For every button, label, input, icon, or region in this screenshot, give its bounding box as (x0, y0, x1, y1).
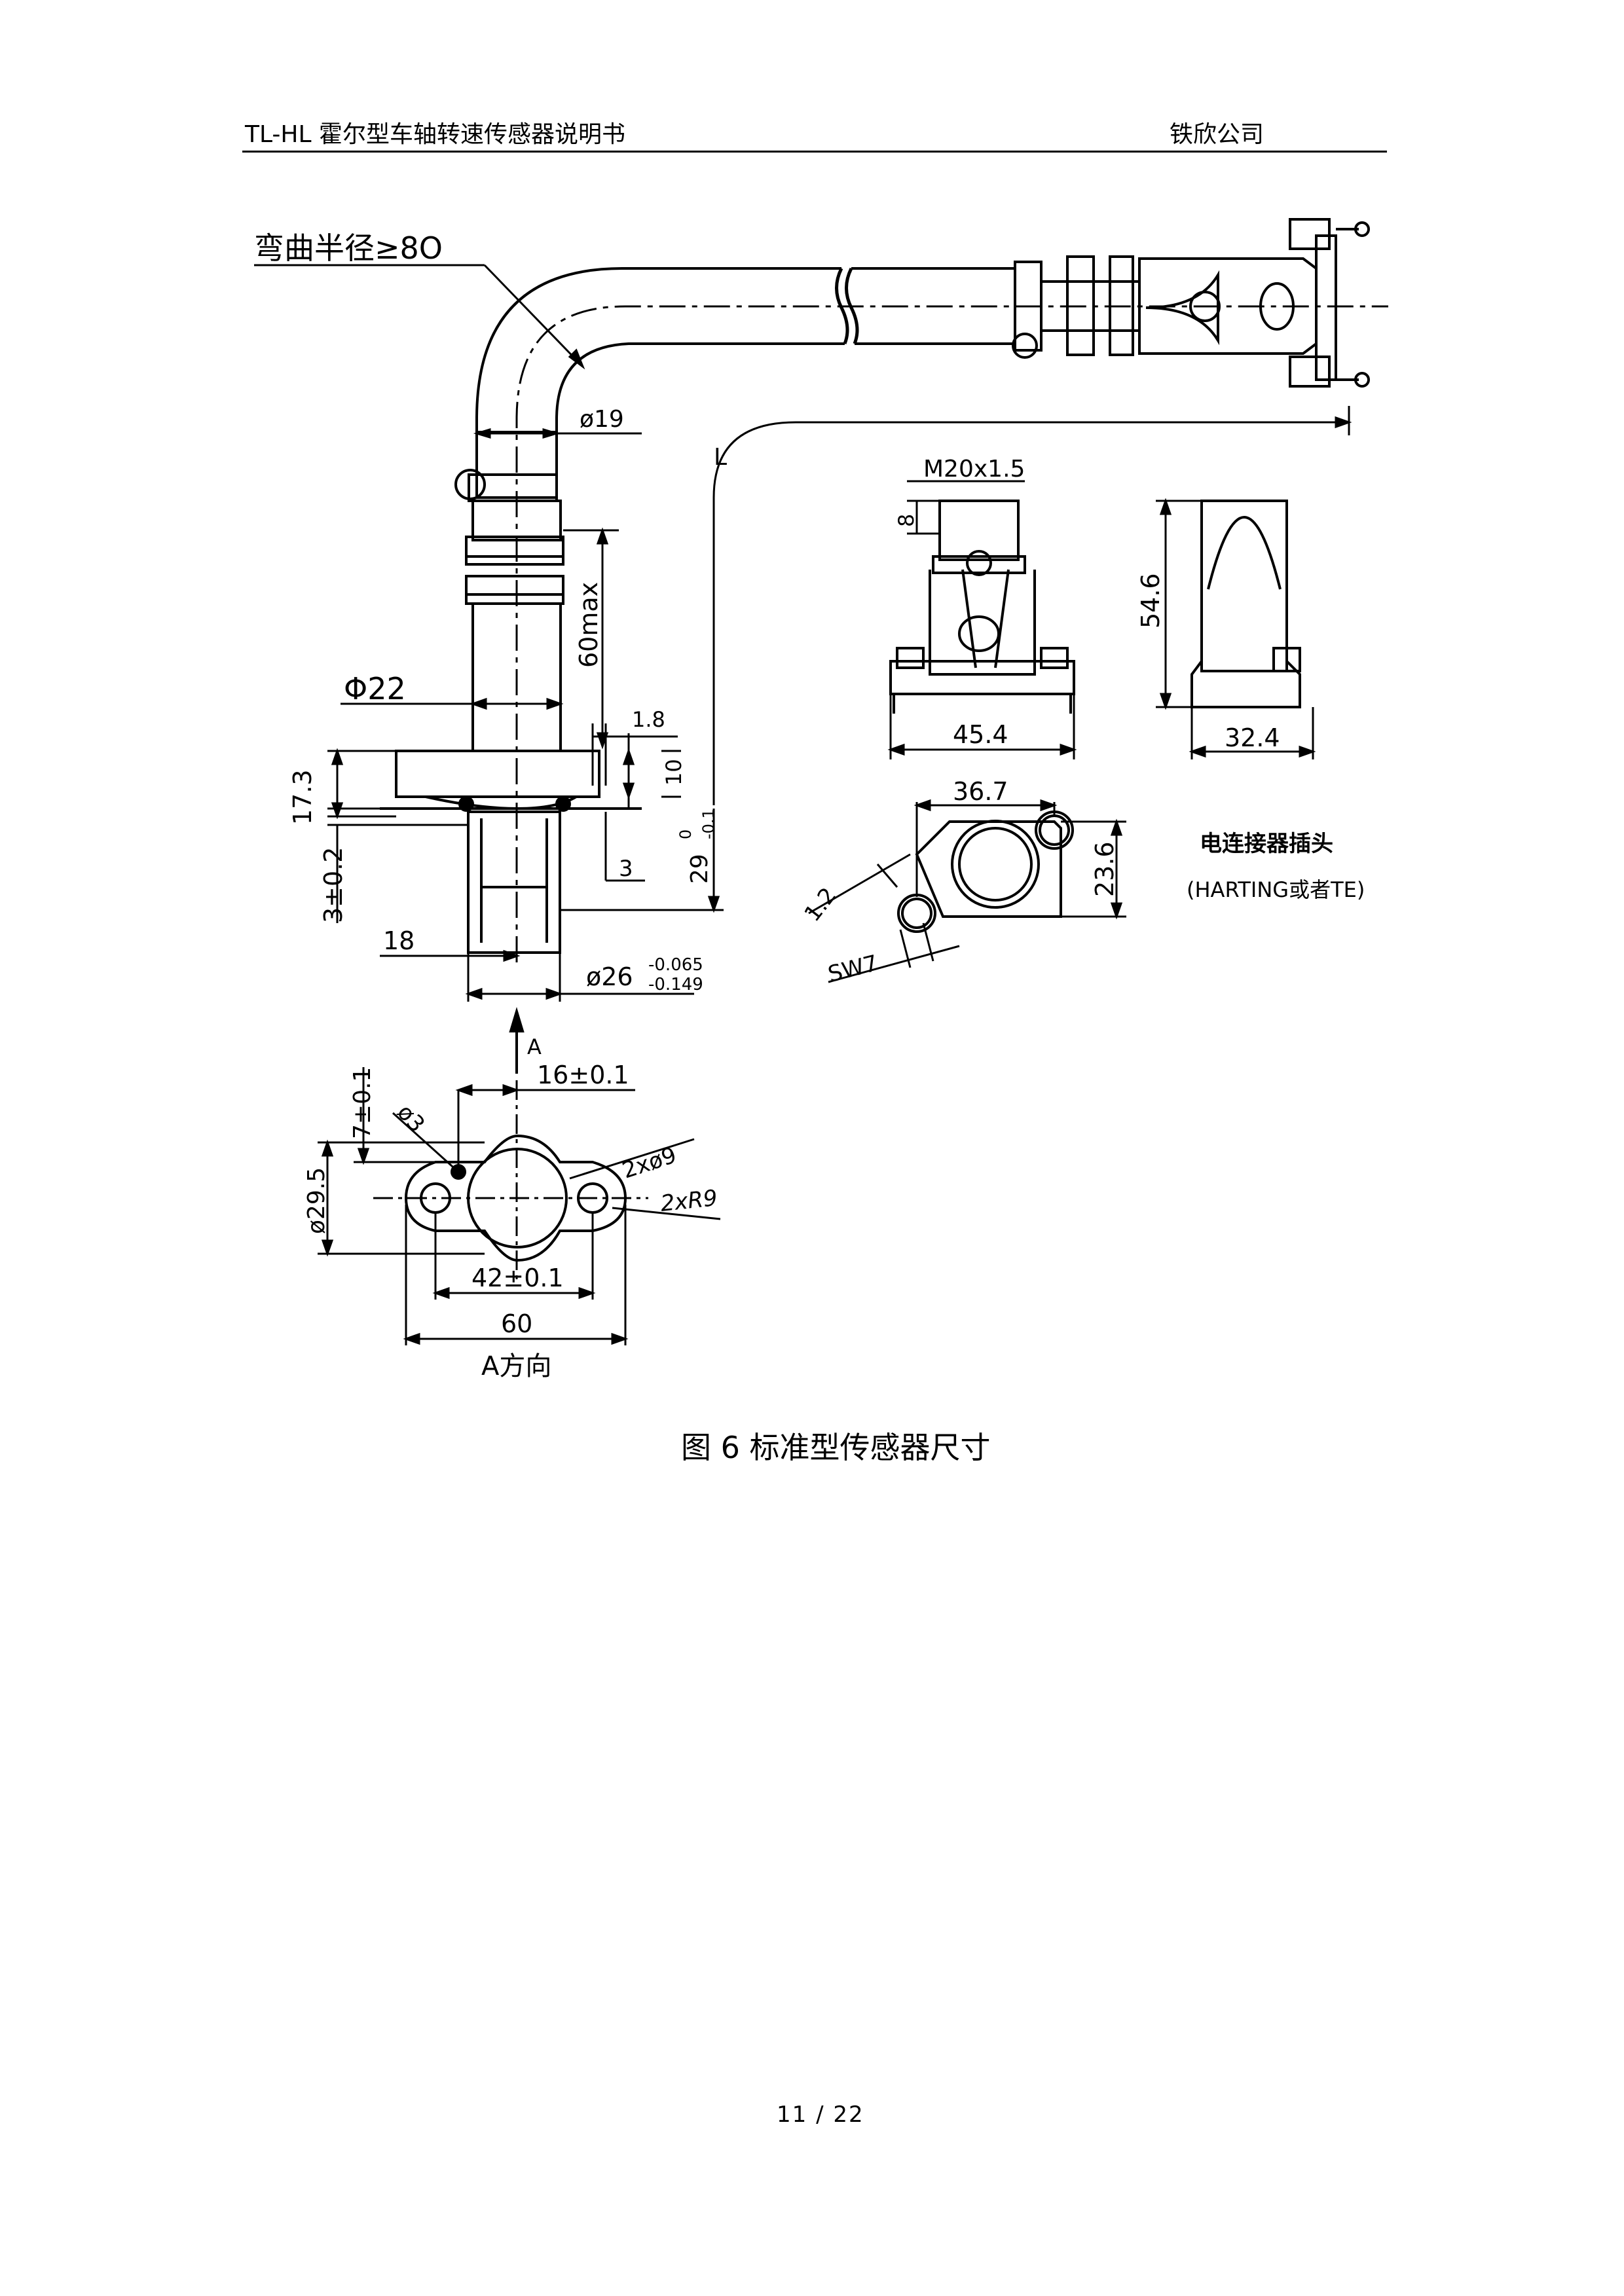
dim-45-4: 45.4 (953, 720, 1008, 749)
dim-3: 3 (619, 856, 633, 882)
connector-side-view (1190, 500, 1301, 708)
dim-d26-tol-up: -0.065 (648, 955, 703, 975)
dim-16-lines (455, 1084, 635, 1172)
dim-18-lines (380, 949, 521, 962)
dim-d26: ø26 (586, 962, 633, 991)
header-company: 铁欣公司 (1170, 121, 1264, 148)
dimension-L (712, 406, 1352, 805)
dim-d29-5: ø29.5 (303, 1167, 330, 1234)
dim-d19: ø19 (580, 406, 624, 433)
dim-36-7: 36.7 (953, 777, 1008, 806)
dim-d9: 2xø9 (619, 1142, 679, 1184)
dim-phi22-lines (341, 697, 564, 710)
connector-top-view (1138, 218, 1370, 388)
flange-centerlines (373, 1080, 648, 1283)
header-title: TL-HL 霍尔型车轴转速传感器说明书 (245, 121, 625, 148)
dim-1-8-10-lines (591, 723, 681, 809)
dim-d26-lines (465, 953, 694, 1002)
dim-d9-lines (569, 1138, 695, 1180)
dim-1-2: 1.2 (800, 883, 842, 926)
connector-bottom-view (897, 811, 1074, 933)
dim-18: 18 (383, 926, 415, 955)
dim-16: 16±0.1 (537, 1061, 629, 1089)
dim-8: 8 (894, 514, 919, 527)
dim-m20: M20x1.5 (923, 456, 1025, 483)
dim-r9: 2xR9 (659, 1185, 719, 1217)
dim-29-tol-low: -0.1 (699, 809, 718, 839)
dim-32-4-lines (1189, 707, 1316, 759)
arrow-A-label: A (527, 1034, 542, 1059)
view-arrow-A (509, 1007, 525, 1074)
dim-60-lines (403, 1205, 629, 1345)
dim-54-6: 54.6 (1136, 573, 1165, 629)
dim-42-lines (432, 1211, 596, 1300)
dim-17-3: 17.3 (288, 769, 317, 825)
dim-23-6: 23.6 (1090, 841, 1119, 897)
figure-caption: 图 6 标准型传感器尺寸 (681, 1430, 991, 1465)
dim-29-lines (560, 809, 724, 913)
dim-45-4-lines (887, 694, 1077, 759)
dim-60: 60 (501, 1309, 532, 1338)
dim-60max: 60max (574, 582, 603, 668)
bend-radius-leader (254, 264, 585, 370)
dim-10: 10 (661, 759, 686, 786)
dim-sw7: SW7 (826, 950, 881, 987)
bend-radius-label: 弯曲半径≥8O (254, 230, 443, 266)
dim-3pm-lines (327, 807, 468, 923)
connector-front-view (889, 500, 1075, 714)
dim-29: 29 (686, 854, 713, 884)
dim-36-7-lines (913, 799, 1058, 897)
dim-7-lines (354, 1067, 435, 1165)
dim-29-tol-up: 0 (676, 829, 695, 839)
sensor-dimension-drawing: L 弯曲半径≥8O ø19 (254, 218, 1388, 1381)
dim-d26-tol-low: -0.149 (648, 975, 703, 994)
dim-1-2-lines (808, 853, 911, 915)
page-number: 11 / 22 (777, 2102, 864, 2128)
bent-tube (475, 267, 1015, 432)
centerlines (515, 305, 1388, 962)
dim-m20-8-lines (907, 480, 1025, 535)
dim-17-3-lines (327, 748, 396, 820)
dim-L-label: L (714, 444, 727, 471)
dim-r9-lines (612, 1207, 721, 1220)
connector-brand-label: (HARTING或者TE) (1187, 877, 1365, 902)
dim-d3: ø3 (392, 1099, 430, 1137)
dim-1-8: 1.8 (632, 707, 665, 732)
dim-3-lines (604, 812, 645, 882)
dim-7: 7±0.1 (349, 1067, 376, 1139)
header-rule (242, 151, 1387, 153)
dim-phi22: Φ22 (344, 671, 406, 706)
dim-42: 42±0.1 (471, 1264, 564, 1292)
dim-32-4: 32.4 (1225, 723, 1280, 752)
view-A-label: A方向 (481, 1351, 551, 1381)
cable-clamp-top (1012, 255, 1139, 359)
dim-54-6-lines (1156, 498, 1202, 710)
dim-3pm: 3±0.2 (319, 847, 348, 923)
dim-d29-5-lines (318, 1139, 485, 1257)
dim-sw7-lines (828, 922, 960, 983)
connector-label: 电连接器插头 (1200, 831, 1333, 857)
dim-23-6-lines (1061, 818, 1126, 920)
